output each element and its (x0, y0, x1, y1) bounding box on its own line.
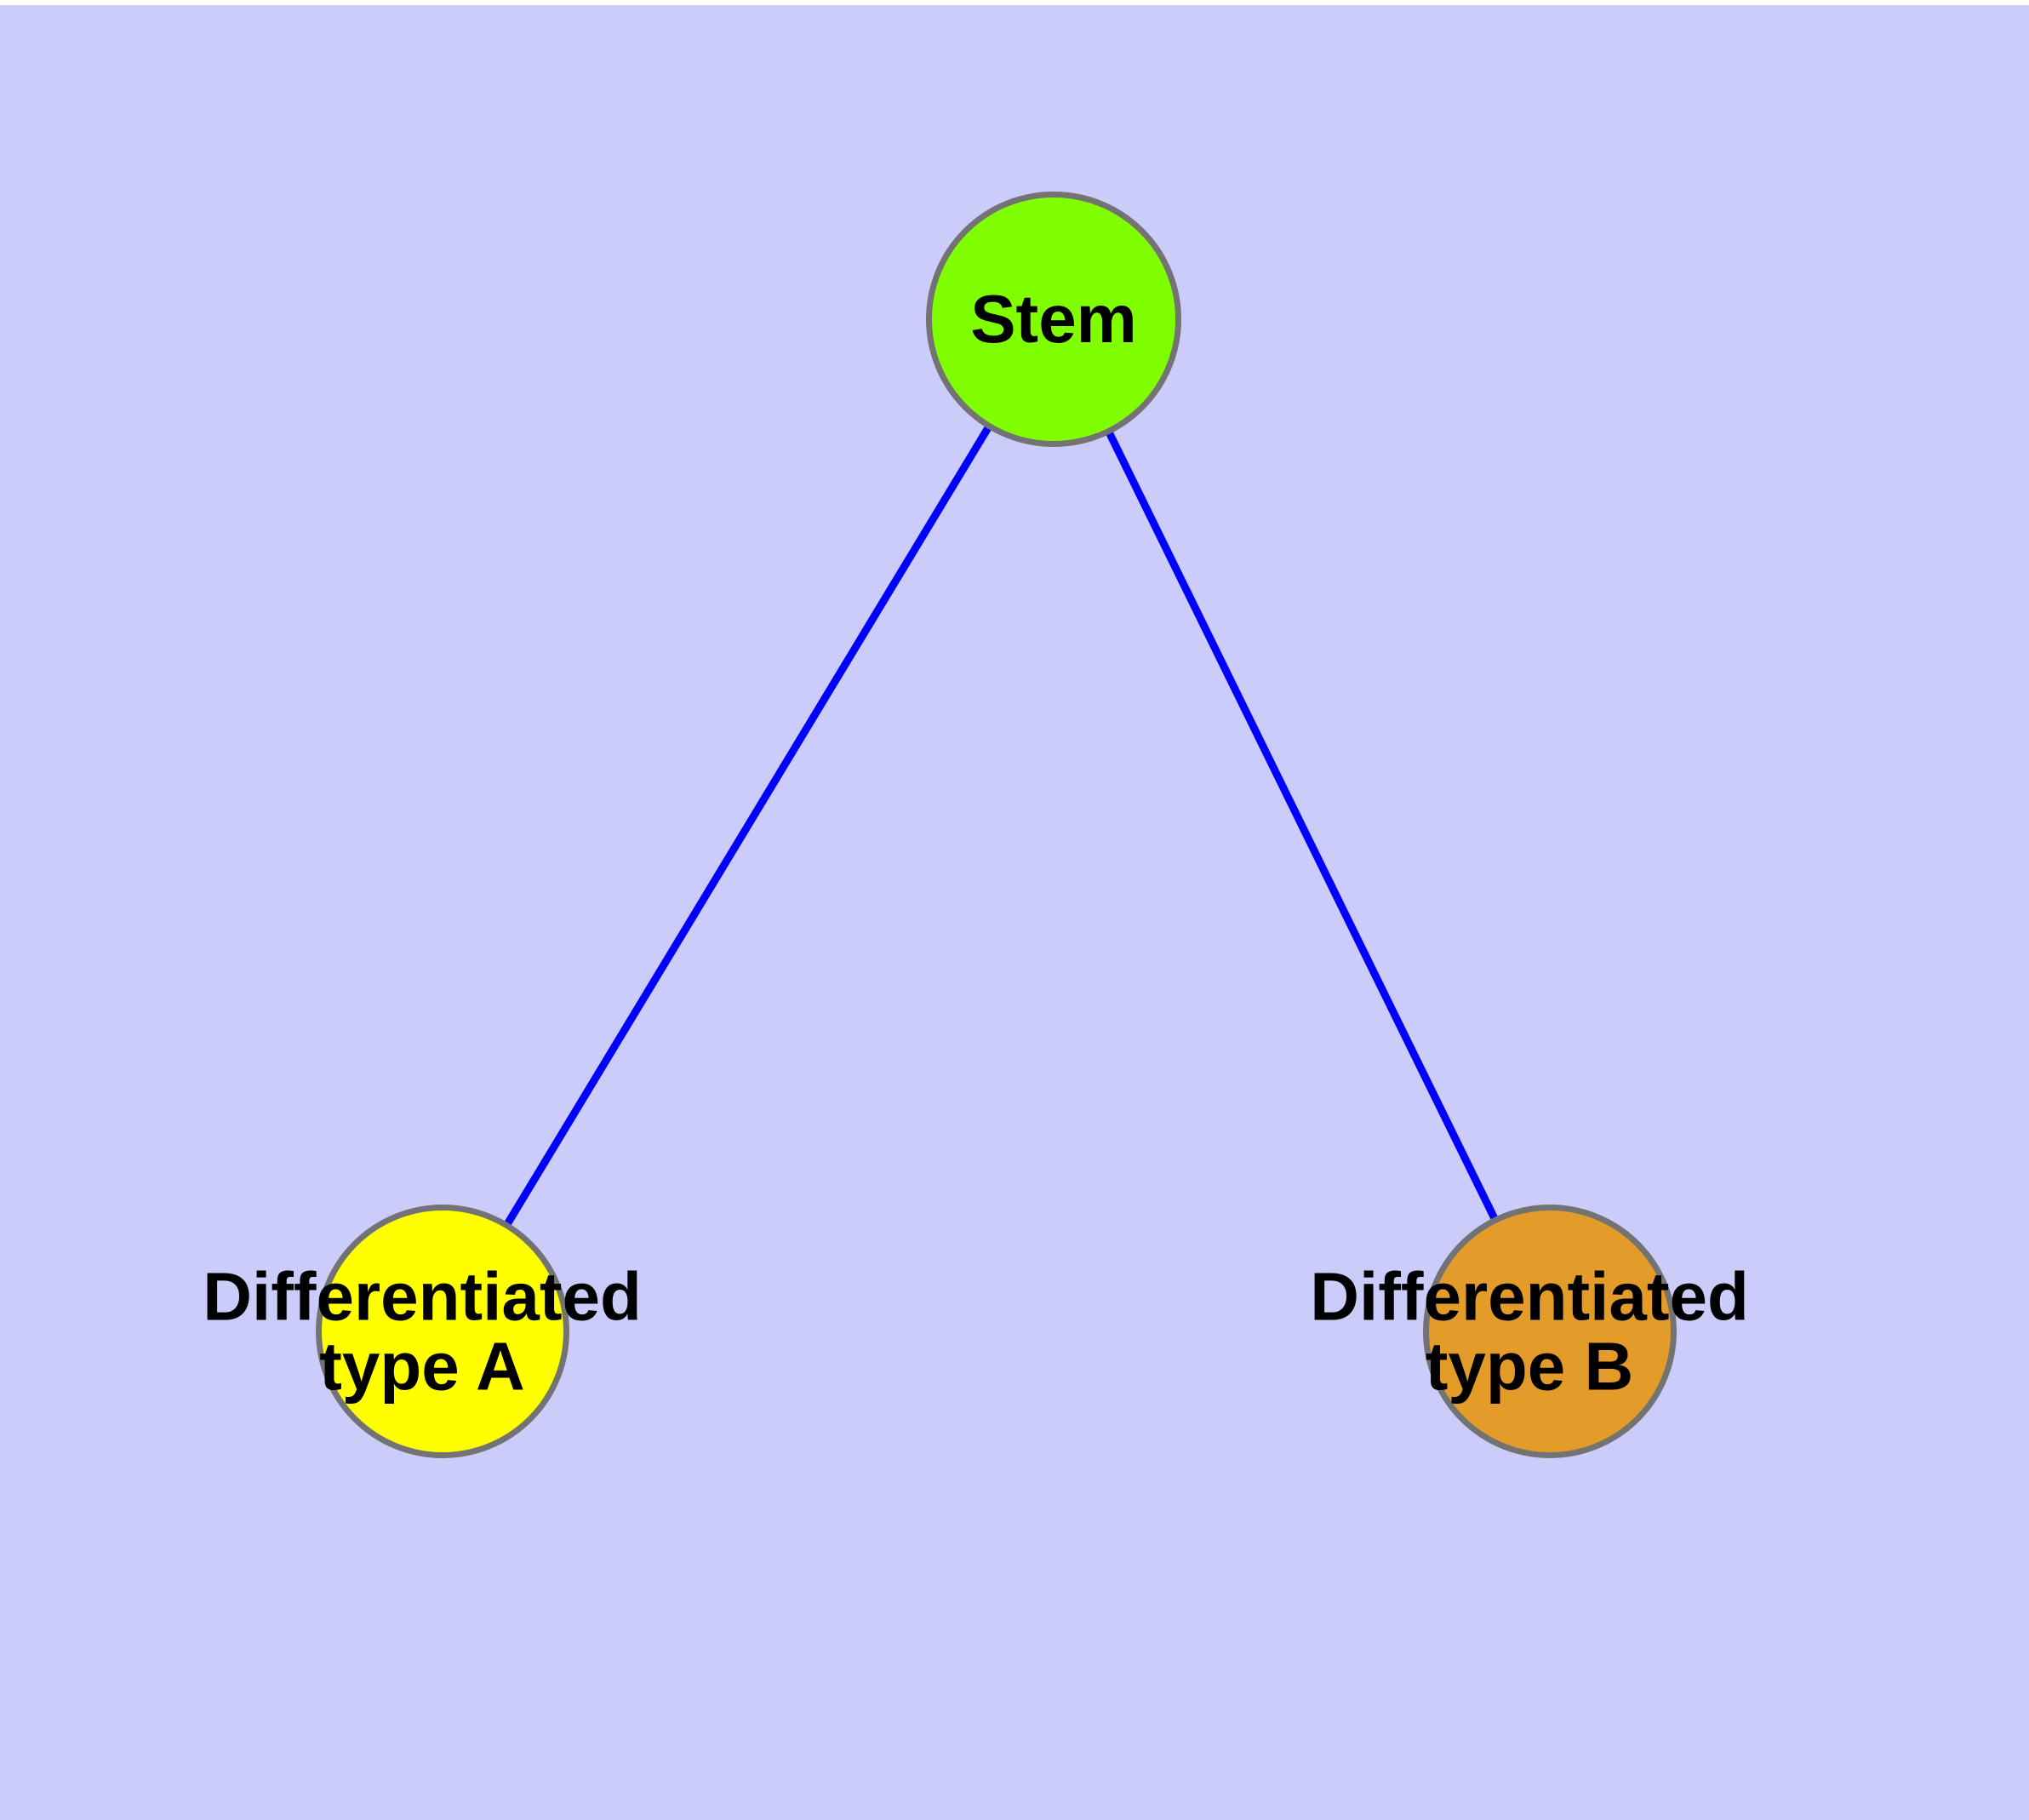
node-diff-b[interactable] (1423, 1205, 1677, 1458)
edge-stem-to-diff-b[interactable] (1049, 318, 1554, 1333)
node-stem[interactable] (926, 192, 1181, 447)
node-diff-a[interactable] (316, 1205, 569, 1458)
edge-stem-to-diff-a[interactable] (439, 317, 1057, 1334)
canvas-top-strip (0, 0, 2029, 5)
